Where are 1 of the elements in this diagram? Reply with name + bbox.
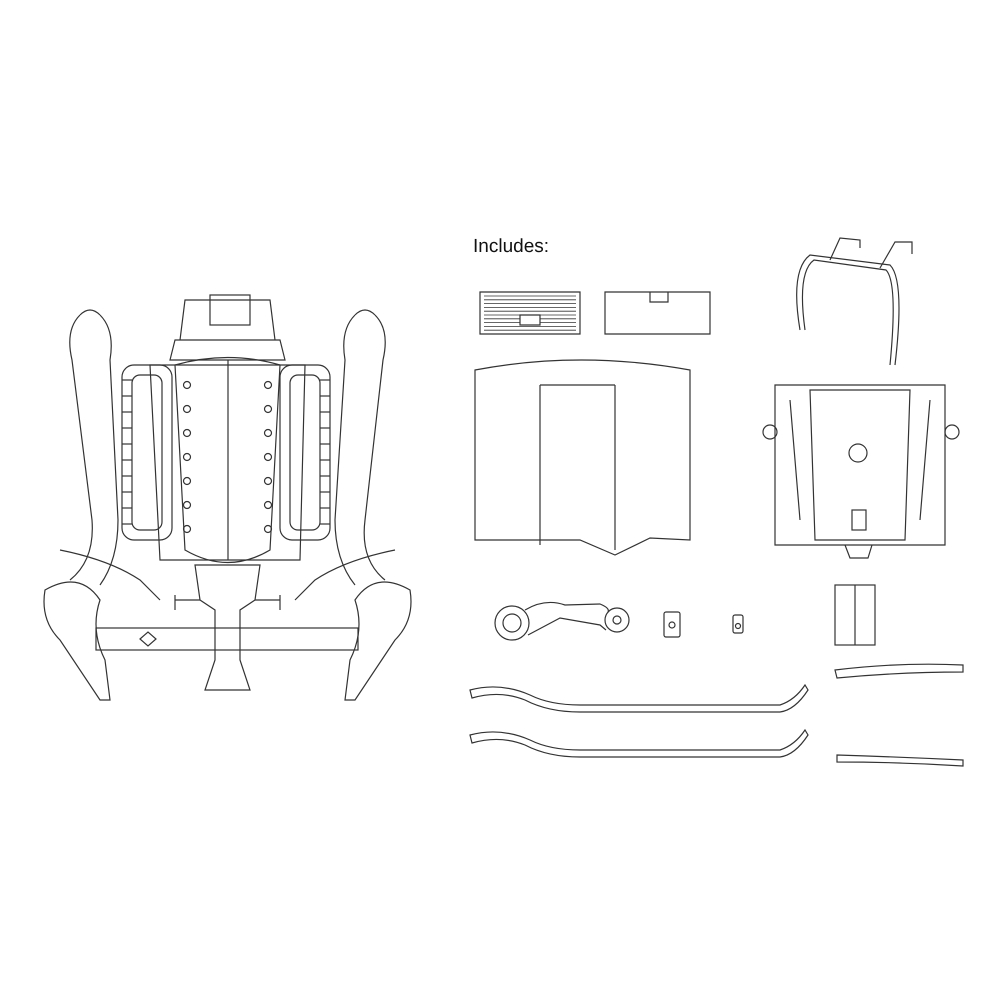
includes-heading: Includes: [473,236,550,258]
